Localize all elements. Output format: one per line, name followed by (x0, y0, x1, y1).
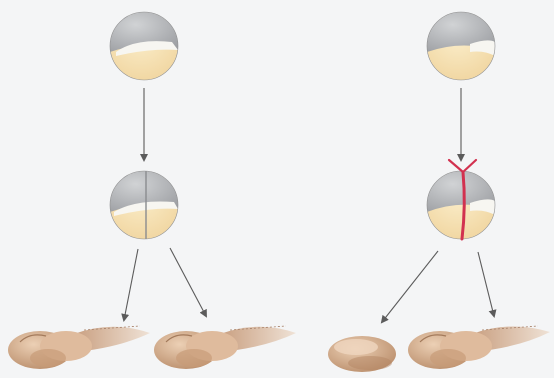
tadpole-normal-right (408, 326, 550, 369)
arrow-left-to-tadpole-2 (170, 248, 206, 316)
tadpole-normal-left-2 (154, 326, 296, 369)
ligature-knot (449, 160, 476, 172)
arrow-left-to-tadpole-1 (124, 249, 138, 320)
arrow-right-to-tadpole (478, 252, 494, 316)
left-egg (110, 12, 178, 80)
right-experiment (328, 12, 550, 372)
arrow-right-to-belly-piece (382, 251, 438, 322)
right-ligated-egg (427, 160, 495, 239)
tadpole-normal-left-1 (8, 326, 150, 369)
right-egg (427, 12, 495, 80)
belly-piece (328, 336, 396, 372)
left-cleaved-egg (110, 171, 178, 239)
left-experiment (8, 12, 296, 369)
